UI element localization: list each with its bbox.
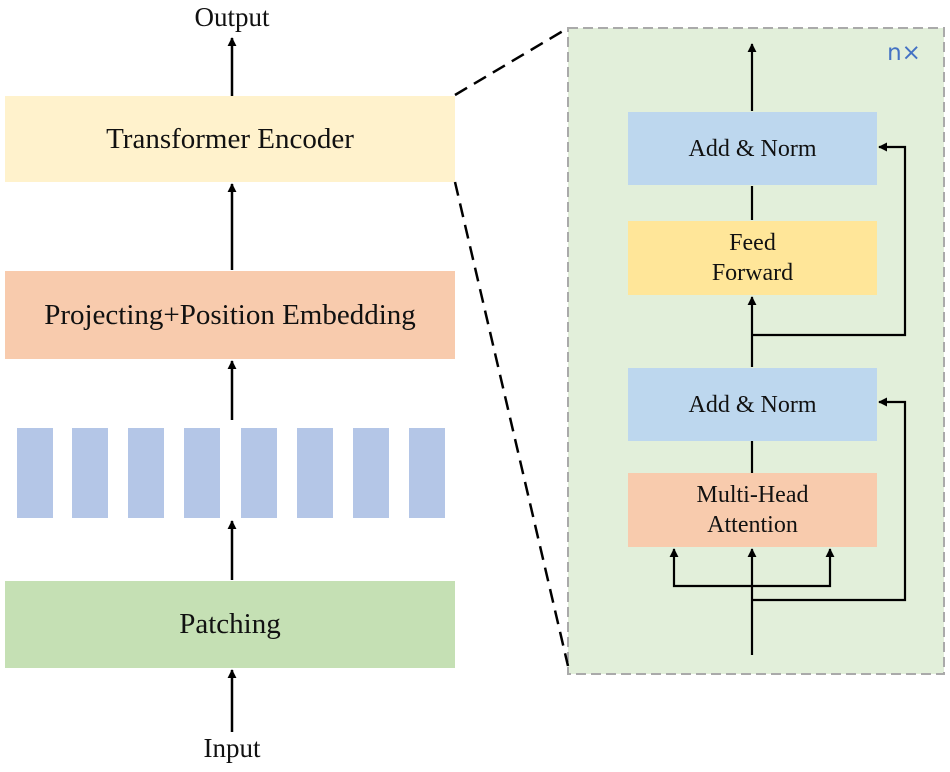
add-norm-top-box: Add & Norm <box>628 112 877 185</box>
input-label: Input <box>203 733 261 763</box>
patch-token <box>297 428 333 518</box>
patch-token <box>184 428 220 518</box>
patch-token <box>409 428 445 518</box>
patch-token <box>72 428 108 518</box>
patch-token <box>353 428 389 518</box>
zoom-line-bottom <box>453 181 570 667</box>
transformer-encoder-box: Transformer Encoder <box>5 96 455 182</box>
zoom-line-top <box>454 26 569 97</box>
feed-forward-line-2: Forward <box>711 260 794 286</box>
wire-query-branch <box>669 548 752 588</box>
multi-head-attention-box: Multi-Head Attention <box>628 473 877 547</box>
patch-token <box>17 428 53 518</box>
attention-line-2: Attention <box>707 512 798 538</box>
attention-line-1: Multi-Head <box>696 482 809 508</box>
patch-token <box>128 428 164 518</box>
wire-residual-2 <box>752 142 907 337</box>
feed-forward-box: Feed Forward <box>628 221 877 295</box>
projecting-position-embedding-box: Projecting+Position Embedding <box>5 271 455 359</box>
output-label: Output <box>194 2 270 32</box>
add-norm-bottom-box: Add & Norm <box>628 368 877 441</box>
wire-residual-1 <box>752 397 907 602</box>
patching-box: Patching <box>5 581 455 668</box>
wire-value-branch <box>752 548 835 588</box>
feed-forward-line-1: Feed <box>729 230 776 256</box>
repeat-n-times-label: n× <box>887 40 921 66</box>
patch-token <box>241 428 277 518</box>
